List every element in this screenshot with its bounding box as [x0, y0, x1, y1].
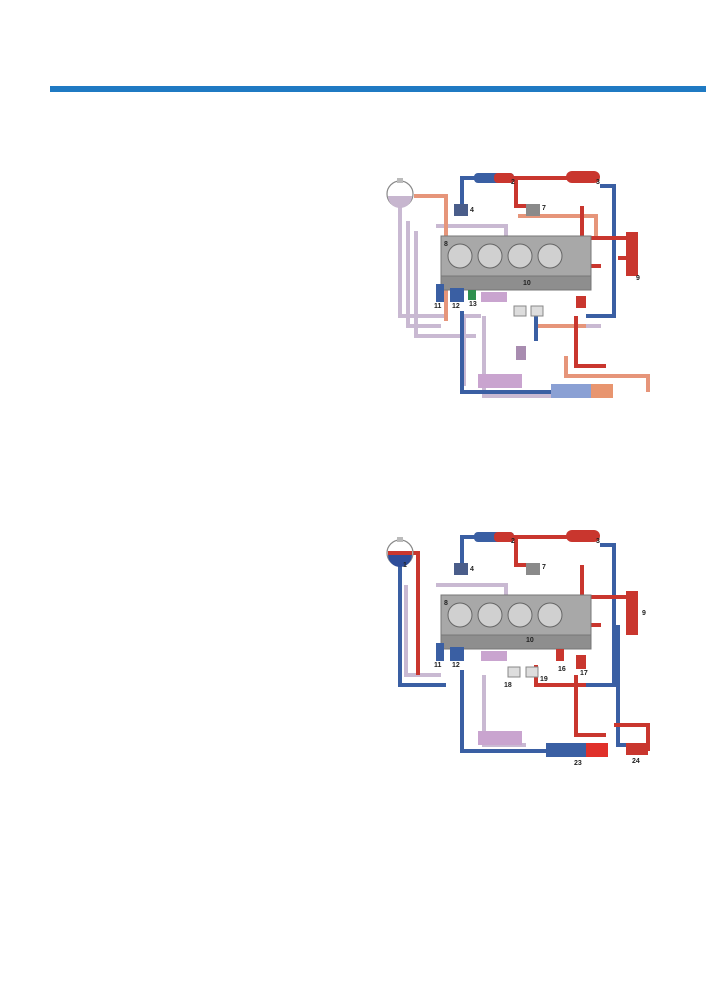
label-7: 7	[542, 564, 546, 571]
label-9: 9	[636, 275, 640, 282]
expansion-tank	[386, 178, 414, 208]
component-4	[454, 204, 468, 216]
label-9: 9	[642, 610, 646, 617]
component-12	[450, 647, 464, 661]
label-4: 4	[470, 566, 474, 573]
label-12: 12	[452, 662, 460, 669]
component-12	[450, 288, 464, 302]
component-17	[576, 655, 586, 669]
coolant-circuit-diagram-warm: 1 2 3 4 7 8 9 10 11 12 16 17 18 19 23 24	[386, 525, 658, 767]
label-11: 11	[434, 303, 442, 310]
coolant-circuit-diagram-cold: 2 3 4 7 8 9 10 11 12 13	[386, 166, 658, 402]
header-rule	[50, 86, 706, 92]
label-12: 12	[452, 303, 460, 310]
component-19	[525, 666, 539, 678]
component-13	[468, 290, 476, 300]
label-3: 3	[596, 179, 600, 186]
sensor-2	[530, 305, 544, 317]
coolant-circuit-svg-2: 1 2 3 4 7 8 9 10 11 12 16 17 18 19 23 24	[386, 530, 650, 767]
component-9	[626, 591, 638, 635]
component-11	[436, 284, 444, 302]
engine-block	[440, 594, 592, 650]
module-lower-1	[481, 292, 507, 302]
label-8: 8	[444, 600, 448, 607]
label-1: 1	[403, 562, 407, 569]
label-16: 16	[558, 666, 566, 673]
module-lower-2	[478, 731, 522, 745]
component-7	[526, 563, 540, 575]
expansion-tank	[386, 537, 414, 567]
label-2: 2	[511, 179, 515, 186]
component-18	[507, 666, 521, 678]
label-3: 3	[596, 538, 600, 545]
component-3-body	[566, 530, 600, 542]
component-2-hot	[494, 173, 514, 183]
label-4: 4	[470, 207, 474, 214]
module-lower-2	[478, 374, 522, 388]
label-7: 7	[542, 205, 546, 212]
coolant-circuit-svg-1: 2 3 4 7 8 9 10 11 12 13	[386, 171, 650, 398]
component-3-body	[566, 171, 600, 183]
component-9	[626, 232, 638, 276]
component-4	[454, 563, 468, 575]
valve-lower	[516, 346, 526, 360]
label-2: 2	[511, 538, 515, 545]
component-23-hot	[586, 743, 608, 757]
module-lower-1	[481, 651, 507, 661]
thermostat	[576, 296, 586, 308]
label-10: 10	[526, 637, 534, 644]
label-23: 23	[574, 760, 582, 765]
component-11	[436, 643, 444, 661]
bottom-cooler-warm	[591, 384, 613, 398]
label-11: 11	[434, 662, 442, 669]
label-13: 13	[469, 301, 477, 308]
label-24: 24	[632, 758, 640, 765]
sensor-1	[513, 305, 527, 317]
component-24	[626, 743, 648, 755]
component-7	[526, 204, 540, 216]
label-18: 18	[504, 682, 512, 689]
component-16	[556, 649, 564, 661]
label-19: 19	[540, 676, 548, 683]
label-8: 8	[444, 241, 448, 248]
component-2-hot	[494, 532, 514, 542]
engine-block	[440, 235, 592, 291]
label-17: 17	[580, 670, 588, 677]
label-10: 10	[523, 280, 531, 287]
